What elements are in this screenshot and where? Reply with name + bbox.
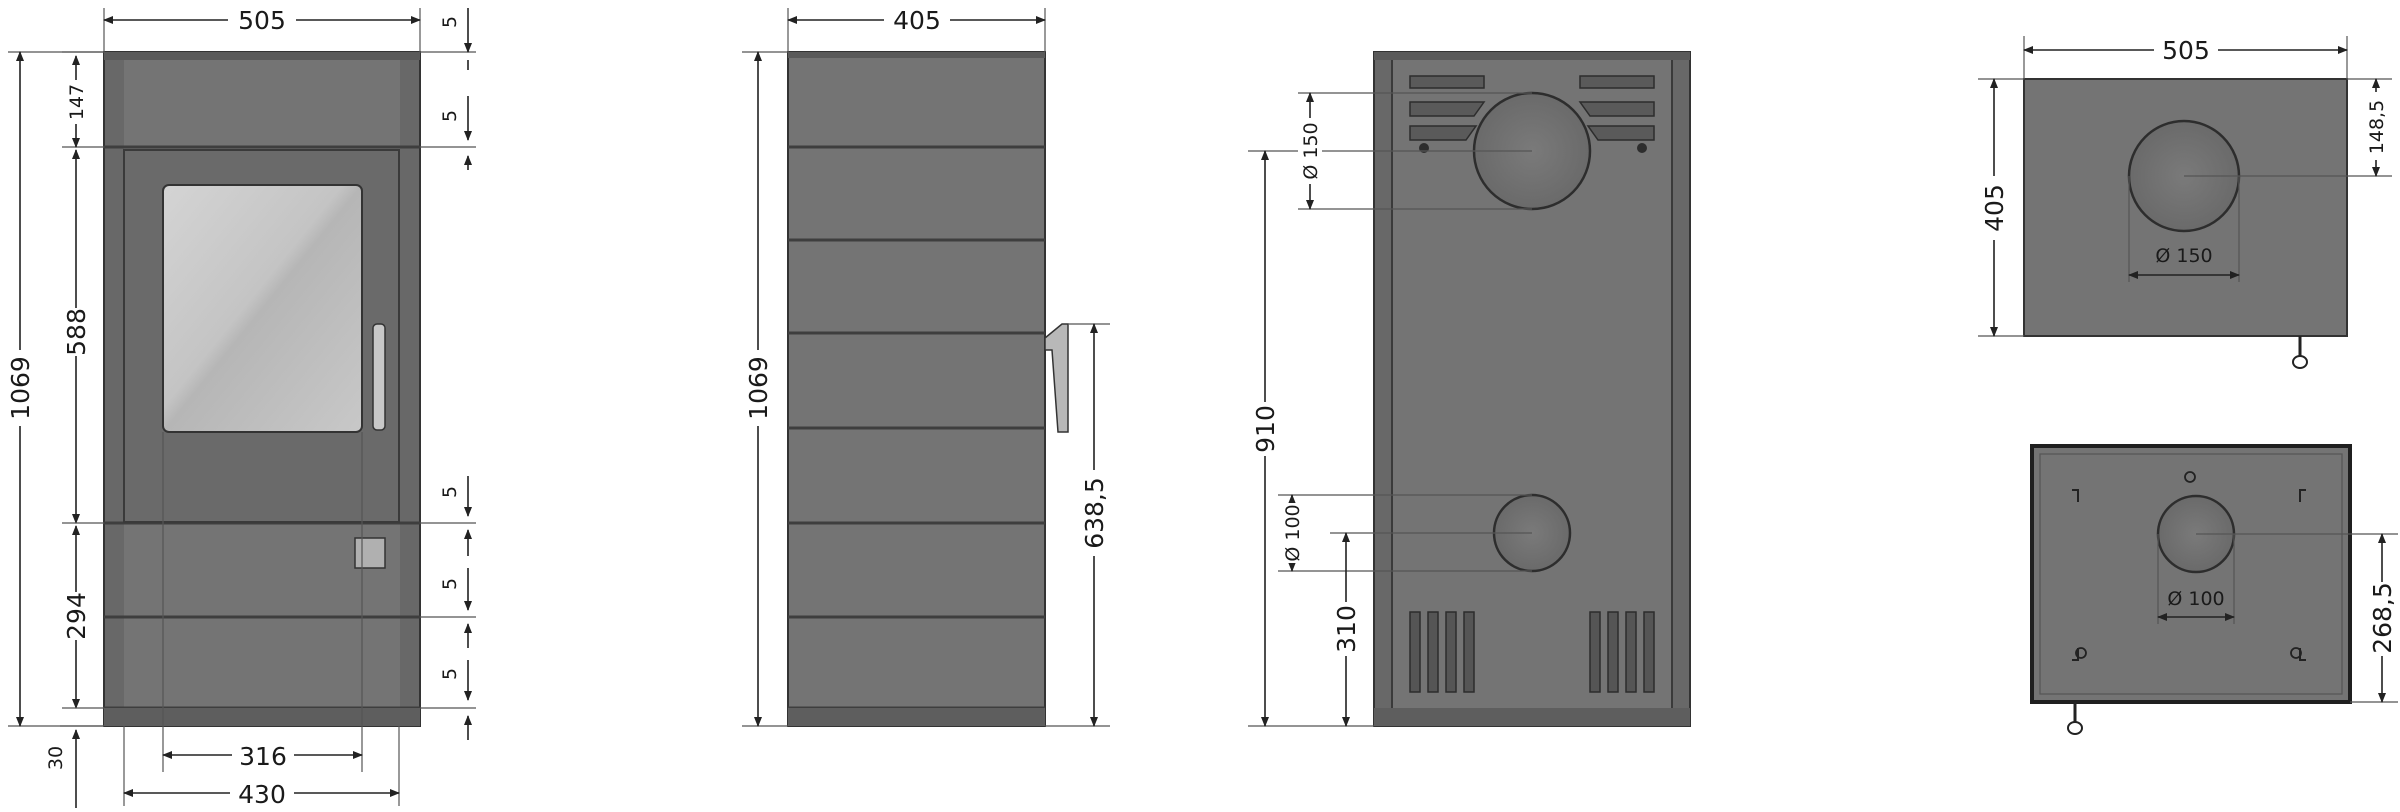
top-depth-label: 405 [1980, 184, 2009, 232]
front-width-label: 505 [238, 6, 286, 35]
top-flue-offset-label: 148,5 [2366, 100, 2388, 154]
front-plinth [104, 708, 420, 726]
door-glass [162, 184, 363, 433]
gap-upper-label: 5 [439, 110, 461, 122]
gap-bottom-label: 5 [439, 668, 461, 680]
bottom-air-offset-label: 268,5 [2368, 582, 2397, 654]
door-handle-icon [372, 323, 386, 431]
bottom-view: Ø 100 268,5 [2030, 444, 2398, 735]
air-diameter-label: Ø 100 [1282, 504, 1304, 561]
top-panel-label: 147 [66, 84, 88, 120]
side-height-label: 1069 [744, 356, 773, 420]
handle-height-label: 638,5 [1080, 477, 1109, 549]
door-height-label: 588 [62, 308, 91, 356]
front-top-plate [104, 52, 420, 60]
rear-view: Ø 150 910 Ø 100 310 [1248, 51, 1691, 727]
lower-panel-label: 294 [62, 592, 91, 640]
adjustable-foot-icon [2292, 336, 2308, 369]
door-width-label: 430 [238, 780, 286, 809]
side-body [788, 52, 1045, 726]
base-plate [2030, 444, 2352, 704]
glass-width-label: 316 [239, 742, 287, 771]
top-width-label: 505 [2162, 36, 2210, 65]
bottom-air-diameter-label: Ø 100 [2167, 588, 2224, 610]
front-view: 505 1069 147 588 294 5 5 5 5 [6, 6, 476, 809]
bottom-foot-icon [2067, 702, 2083, 735]
top-view: 505 405 148,5 Ø 150 [1978, 36, 2392, 369]
front-side-strip-right [400, 52, 420, 726]
gap-mid-label: 5 [439, 486, 461, 498]
flue-diameter-label: Ø 150 [1300, 122, 1322, 179]
air-height-label: 310 [1332, 605, 1361, 653]
gap-mid2-label: 5 [439, 578, 461, 590]
side-depth-label: 405 [893, 6, 941, 35]
top-flue-diameter-label: Ø 150 [2155, 245, 2212, 267]
ash-flap-icon [354, 537, 386, 569]
front-side-strip-left [104, 52, 124, 726]
gap-top-label: 5 [439, 16, 461, 28]
front-height-label: 1069 [6, 356, 35, 420]
side-handle-icon [1044, 323, 1069, 433]
side-view: 405 1069 638,5 [742, 6, 1110, 727]
flue-height-label: 910 [1251, 405, 1280, 453]
plinth-label: 30 [45, 746, 67, 770]
